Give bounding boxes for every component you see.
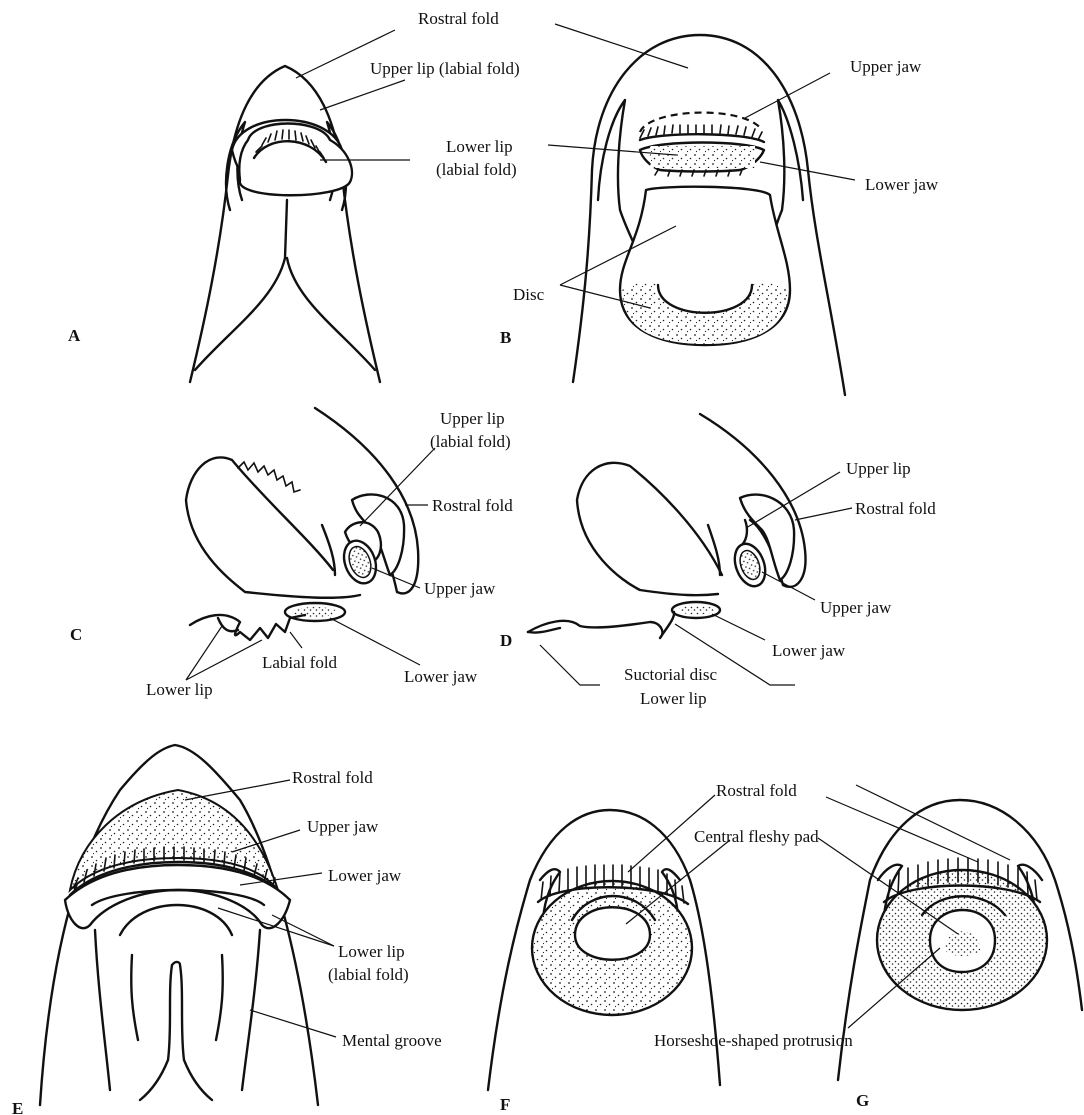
panel-c-label-lower-lip: Lower lip: [146, 680, 213, 699]
panel-d-lower-jaw-core: [678, 606, 714, 615]
panel-b-lower-jaw-stipple: [650, 146, 755, 168]
panel-e-lower-lip: [65, 865, 290, 928]
panel-d-leader-rostral: [795, 508, 852, 520]
panel-a-label-lower-lip-1: Lower lip: [446, 137, 513, 156]
panel-c-leader-lower-lip-2: [186, 640, 262, 680]
fg-label-rostral-fold: Rostral fold: [716, 781, 797, 800]
panel-c-label-upper-jaw: Upper jaw: [424, 579, 496, 598]
panel-c-label-labial-fold: Labial fold: [262, 653, 338, 672]
panel-b-leader-upper-jaw: [745, 73, 830, 118]
panel-c-label-upper-lip-2: (labial fold): [430, 432, 511, 451]
panel-a-label-upper-lip: Upper lip (labial fold): [370, 59, 520, 78]
panel-e-label-lower-jaw: Lower jaw: [328, 866, 402, 885]
panel-e-leader-lower-lip-2: [272, 915, 334, 946]
panel-d-ventral-body: [577, 463, 722, 595]
fg-label-central-fleshy-pad: Central fleshy pad: [694, 827, 819, 846]
panel-a-label-lower-lip-2: (labial fold): [436, 160, 517, 179]
panel-d-label-rostral-fold: Rostral fold: [855, 499, 936, 518]
panel-c-leader-lower-jaw: [330, 618, 420, 665]
panel-d-label-upper-jaw: Upper jaw: [820, 598, 892, 617]
panel-e-label-lower-lip-2: (labial fold): [328, 965, 409, 984]
fg-label-horseshoe-protrusion: Horseshoe-shaped protrusion: [654, 1031, 853, 1050]
panel-d-upper-lip: [742, 520, 747, 545]
panel-d-bracket-left: [540, 645, 600, 685]
panel-a-label-rostral-fold: Rostral fold: [418, 9, 499, 28]
panel-e-label-rostral-fold: Rostral fold: [292, 768, 373, 787]
panel-d-leader-upper-jaw: [762, 572, 815, 600]
panel-b-label-lower-jaw: Lower jaw: [865, 175, 939, 194]
panel-d-label-lower-jaw: Lower jaw: [772, 641, 846, 660]
panel-c-leader-labial-fold: [290, 632, 302, 648]
panel-d-letter: D: [500, 631, 512, 650]
panel-e-mental-groove-left: [95, 930, 110, 1090]
panel-d-label-upper-lip: Upper lip: [846, 459, 911, 478]
panel-c-leader-lower-lip-1: [186, 626, 222, 680]
panel-e-inner-line-left: [131, 955, 138, 1040]
panel-d: D Upper lip Rostral fold Upper jaw Lower…: [500, 414, 936, 708]
panel-d-leader-lower-jaw: [712, 614, 765, 640]
panel-c-inner-fold: [322, 525, 335, 575]
panel-b: B Upper jaw Lower jaw Disc: [500, 24, 939, 395]
panel-c: C Upper lip (labial fold) Rostral fold U…: [70, 408, 513, 699]
panel-c-lower-lip: [190, 615, 305, 640]
panel-b-label-upper-jaw: Upper jaw: [850, 57, 922, 76]
panel-d-suctorial-disc: [528, 612, 674, 638]
panel-e-throat-arc: [120, 905, 232, 935]
panel-b-leader-rostral: [555, 24, 688, 68]
panel-c-ventral-body: [186, 457, 360, 597]
panel-a: A Rostral fold Upper lip (labial fold) L…: [68, 9, 520, 382]
panel-f-letter: F: [500, 1095, 510, 1114]
panel-e-label-lower-lip-1: Lower lip: [338, 942, 405, 961]
panel-c-label-lower-jaw: Lower jaw: [404, 667, 478, 686]
panel-a-letter: A: [68, 326, 81, 345]
panel-c-letter: C: [70, 625, 82, 644]
panel-g: G: [838, 800, 1082, 1110]
panel-f: F: [488, 810, 720, 1114]
fg-leader-rostral-g-2: [856, 785, 1010, 860]
panel-c-label-upper-lip-1: Upper lip: [440, 409, 505, 428]
panel-e-label-mental-groove: Mental groove: [342, 1031, 442, 1050]
panel-e-label-upper-jaw: Upper jaw: [307, 817, 379, 836]
panel-e-leader-mental-groove: [250, 1010, 336, 1037]
panel-d-label-suctorial-disc: Suctorial disc: [624, 665, 717, 684]
panel-e-letter: E: [12, 1099, 23, 1115]
panel-c-label-rostral-fold: Rostral fold: [432, 496, 513, 515]
panel-e: E Rostral fold Upper jaw Lower jaw Lower…: [12, 745, 442, 1115]
panel-b-label-disc: Disc: [513, 285, 545, 304]
panel-a-leader-upper-lip: [320, 80, 405, 110]
panel-d-label-lower-lip: Lower lip: [640, 689, 707, 708]
panel-b-letter: B: [500, 328, 511, 347]
panel-b-jaw-line: [640, 134, 764, 142]
panel-f-central-pad: [575, 907, 650, 960]
panel-e-inner-line-right: [216, 955, 223, 1040]
panel-g-letter: G: [856, 1091, 869, 1110]
panel-e-median-groove: [140, 962, 212, 1100]
